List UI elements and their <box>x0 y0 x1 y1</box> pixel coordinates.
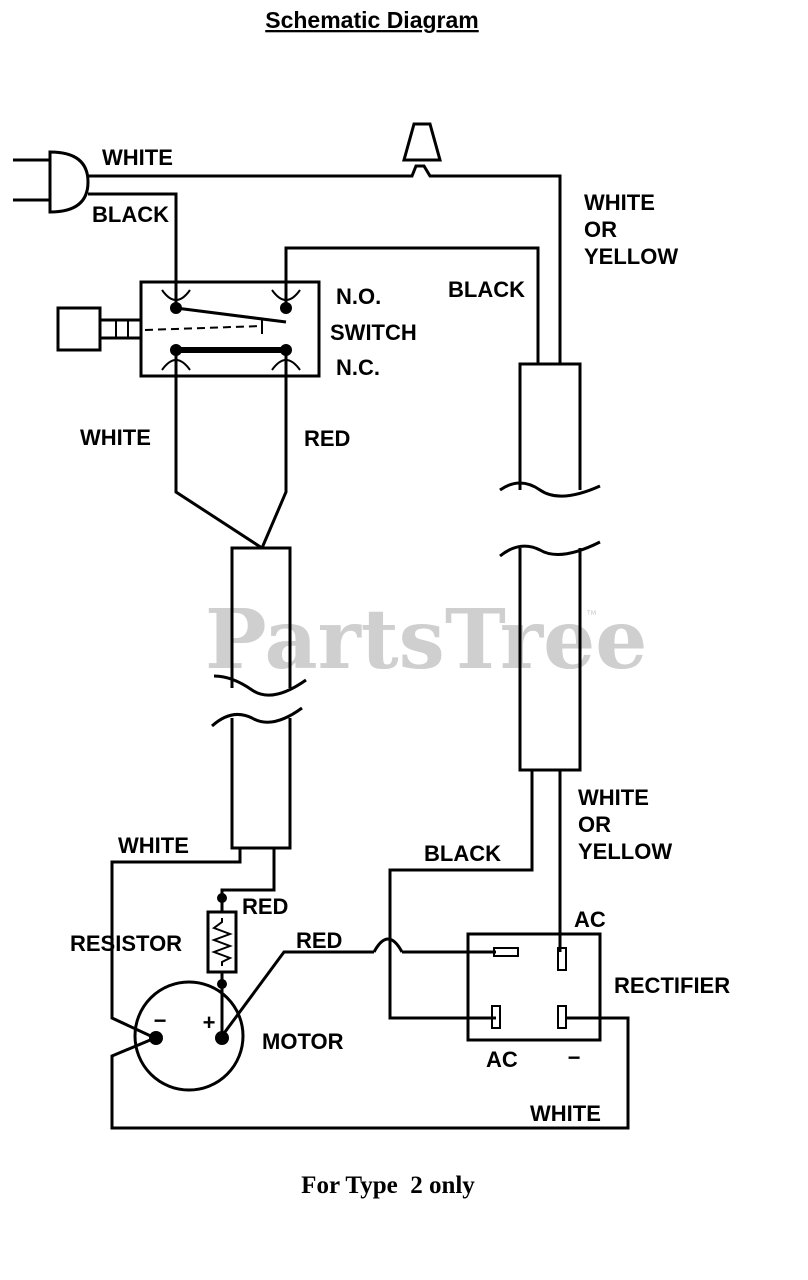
label-white-or-yellow-low-2: OR <box>578 812 611 837</box>
label-white-or-yellow-top-3: YELLOW <box>584 244 678 269</box>
label-red-motor: RED <box>296 928 342 953</box>
label-white-or-yellow-top-2: OR <box>584 217 617 242</box>
wire-black-lower <box>388 770 534 1020</box>
wire-red-switch <box>260 350 288 549</box>
switch-body <box>56 280 321 378</box>
label-black-lower: BLACK <box>424 841 501 866</box>
label-white-motor: WHITE <box>118 833 189 858</box>
wire-red-resistor <box>217 848 276 912</box>
label-motor: MOTOR <box>262 1029 344 1054</box>
wire-red-motor <box>220 937 496 1037</box>
label-rect-minus: − <box>568 1045 581 1070</box>
wire-white-switch <box>174 350 263 550</box>
watermark: PartsTree <box>205 592 647 688</box>
motor-plus-label: + <box>203 1010 216 1035</box>
label-red-resistor: RED <box>242 894 288 919</box>
motor-icon <box>133 980 245 1092</box>
wire-black-upper <box>284 246 540 364</box>
label-white-switch: WHITE <box>80 425 151 450</box>
watermark-trademark: ™ <box>586 609 597 621</box>
resistor-icon <box>206 910 238 1036</box>
footer-note: For Type 2 only <box>301 1172 475 1199</box>
wire-black-plug <box>88 192 178 306</box>
label-white-or-yellow-low-3: YELLOW <box>578 839 672 864</box>
wire-white-bottom <box>110 1016 630 1130</box>
label-switch-nc: N.C. <box>336 355 380 380</box>
label-ac-top: AC <box>574 907 606 932</box>
cord-right <box>499 362 601 772</box>
diagram-title: Schematic Diagram <box>265 7 478 33</box>
label-resistor: RESISTOR <box>70 931 182 956</box>
wire-white-plug <box>88 164 562 364</box>
label-white-bottom: WHITE <box>530 1101 601 1126</box>
label-white-or-yellow-low-1: WHITE <box>578 785 649 810</box>
label-black-upper: BLACK <box>448 277 525 302</box>
label-red-switch: RED <box>304 426 350 451</box>
label-switch: SWITCH <box>330 320 417 345</box>
wire-nut-icon <box>402 122 442 162</box>
wire-white-motor <box>110 848 242 1040</box>
motor-minus-label: − <box>154 1008 167 1033</box>
rectifier-icon <box>466 932 602 1042</box>
cord-left <box>210 546 307 850</box>
plug-icon <box>13 150 90 214</box>
label-white-plug: WHITE <box>102 145 173 170</box>
label-black-plug: BLACK <box>92 202 169 227</box>
label-ac-bottom: AC <box>486 1047 518 1072</box>
label-rectifier: RECTIFIER <box>614 973 730 998</box>
label-white-or-yellow-top-1: WHITE <box>584 190 655 215</box>
label-switch-no: N.O. <box>336 284 381 309</box>
